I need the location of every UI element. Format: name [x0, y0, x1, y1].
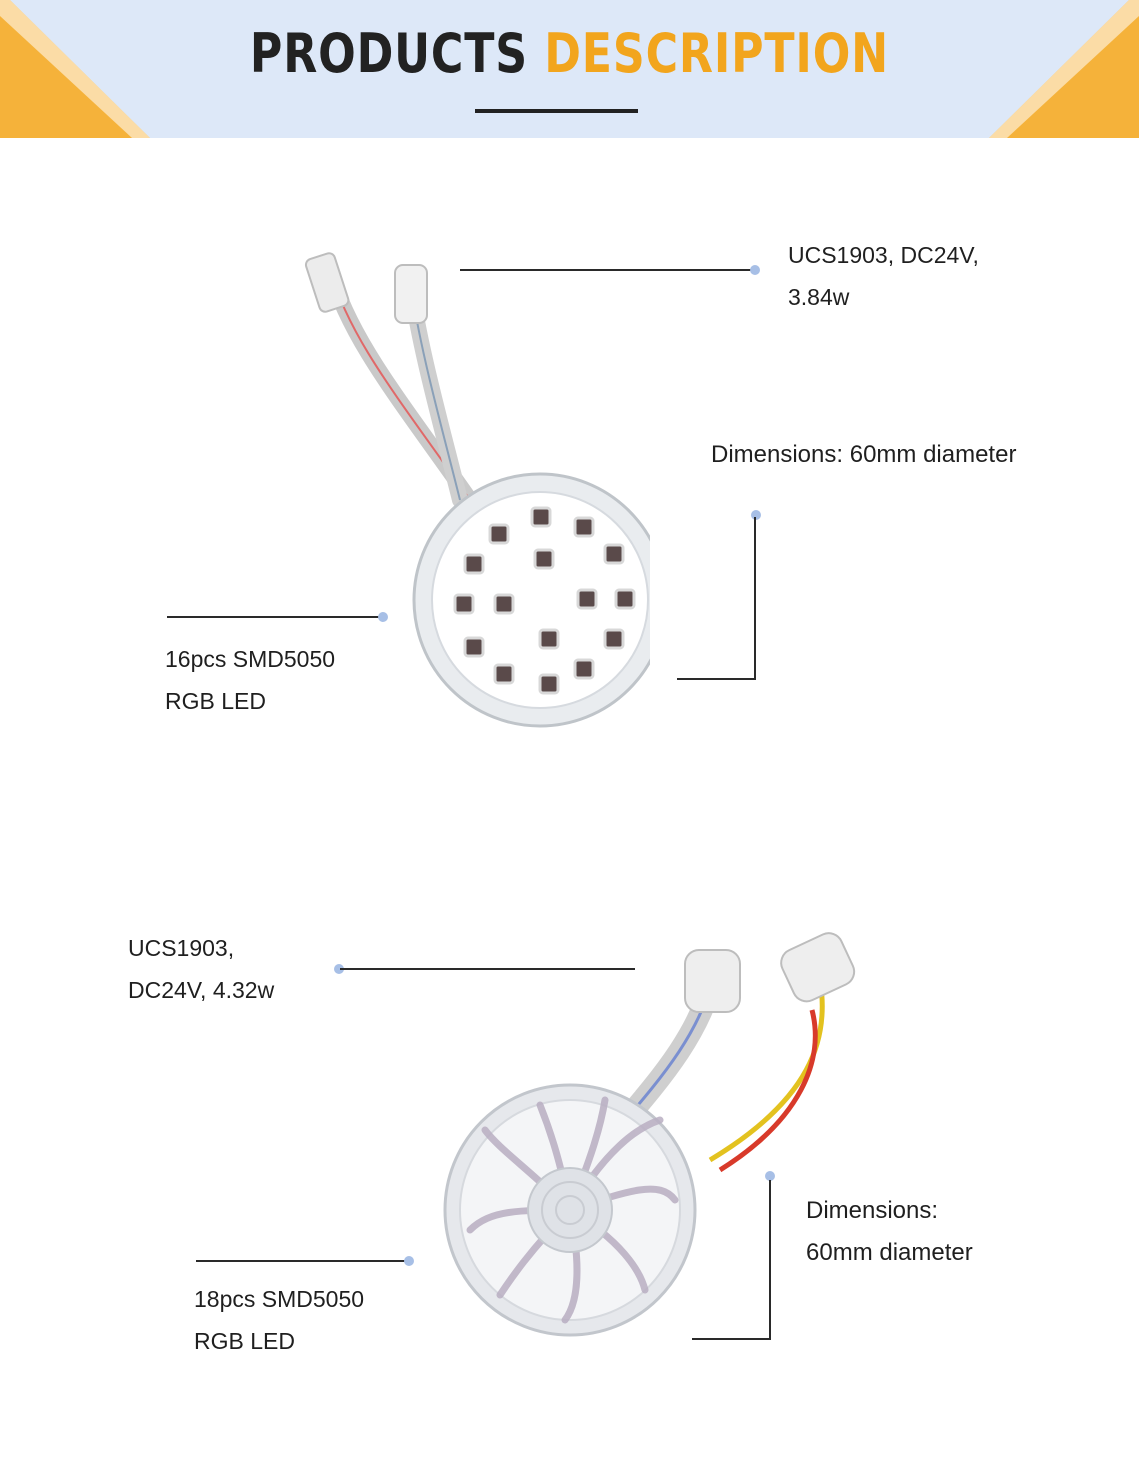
- callout-line-led-2: [196, 1260, 408, 1262]
- dimensions-2-line-2: 60mm diameter: [806, 1239, 973, 1266]
- callout-line-spec-2: [340, 968, 635, 970]
- led-label-2: 18pcs SMD5050 RGB LED: [194, 1278, 364, 1362]
- callout-dot-dimensions-2: [765, 1171, 775, 1181]
- spec-2-line-1: UCS1903,: [128, 935, 235, 961]
- led-label-1: 16pcs SMD5050 RGB LED: [165, 638, 335, 722]
- corner-decoration: [0, 0, 1139, 138]
- title-word-products: PRODUCTS: [249, 22, 528, 85]
- led-1-line-1: 16pcs SMD5050: [165, 646, 336, 672]
- callout-dot-dimensions-1: [751, 510, 761, 520]
- callout-dot-spec-2: [334, 964, 344, 974]
- callout-line-dimensions-2-horizontal: [692, 1338, 771, 1340]
- spec-1-line-2: 3.84w: [788, 284, 850, 310]
- dimensions-label-2: Dimensions: 60mm diameter: [806, 1190, 973, 1274]
- spec-2-line-2: DC24V, 4.32w: [128, 977, 275, 1003]
- page-title: PRODUCTS DESCRIPTION: [103, 22, 1037, 85]
- led-2-line-2: RGB LED: [194, 1328, 295, 1354]
- title-underline: [475, 109, 638, 113]
- callout-line-led-1: [167, 616, 382, 618]
- title-word-description: DESCRIPTION: [544, 22, 890, 85]
- product-2-image: [443, 932, 856, 1337]
- callout-dot-spec-1: [750, 265, 760, 275]
- callout-line-dimensions-1-horizontal: [677, 678, 756, 680]
- callout-line-dimensions-1-vertical: [754, 517, 756, 680]
- dimensions-label-1: Dimensions: 60mm diameter: [711, 441, 1017, 468]
- led-1-line-2: RGB LED: [165, 688, 266, 714]
- spec-label-2: UCS1903, DC24V, 4.32w: [128, 927, 274, 1011]
- spec-label-1: UCS1903, DC24V, 3.84w: [788, 234, 979, 318]
- led-2-line-1: 18pcs SMD5050: [194, 1286, 365, 1312]
- dimensions-2-line-1: Dimensions:: [806, 1197, 939, 1224]
- callout-dot-led-2: [404, 1256, 414, 1266]
- callout-line-spec-1: [460, 269, 755, 271]
- callout-line-dimensions-2-vertical: [769, 1180, 771, 1340]
- spec-1-line-1: UCS1903, DC24V,: [788, 242, 979, 268]
- product-1-image: [304, 252, 650, 728]
- header-banner: PRODUCTS DESCRIPTION: [0, 0, 1139, 138]
- callout-dot-led-1: [378, 612, 388, 622]
